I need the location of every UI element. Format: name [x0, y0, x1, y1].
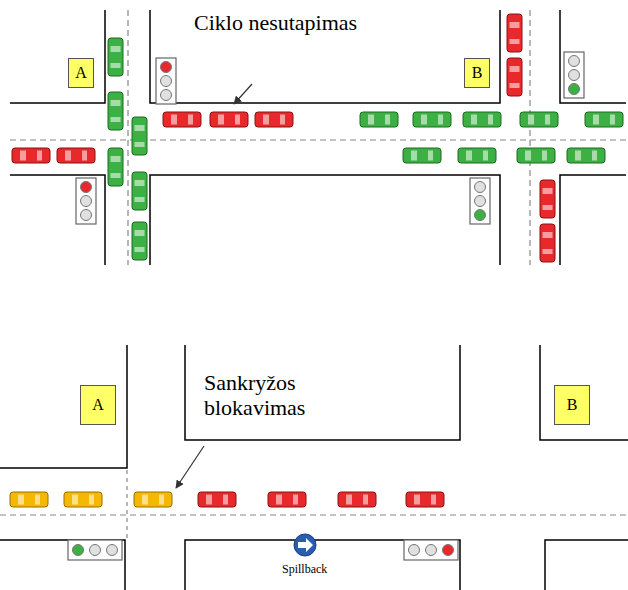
callout-label: Ciklo nesutapimas — [194, 10, 357, 35]
car — [458, 148, 496, 163]
car — [268, 492, 306, 507]
leader-arrows — [176, 84, 252, 488]
car — [403, 148, 441, 163]
traffic-light — [404, 540, 458, 560]
car — [520, 112, 558, 127]
traffic-light — [156, 58, 176, 104]
car — [406, 492, 444, 507]
car — [463, 112, 501, 127]
traffic-light — [76, 178, 96, 224]
car — [507, 58, 522, 96]
cars — [10, 14, 623, 507]
car — [132, 222, 147, 260]
car — [134, 492, 172, 507]
icon-caption: Spillback — [282, 563, 327, 577]
intersection-box: A — [68, 58, 94, 88]
traffic-lights — [68, 52, 584, 560]
traffic-light — [68, 540, 122, 560]
intersection-letter: B — [567, 396, 578, 414]
road-edges — [0, 10, 628, 590]
car — [132, 172, 147, 210]
car — [64, 492, 102, 507]
callout-label: Sankryžos blokavimas — [204, 370, 354, 421]
car — [413, 112, 451, 127]
car — [108, 92, 123, 130]
car — [567, 148, 605, 163]
car — [57, 148, 95, 163]
car — [132, 117, 147, 155]
intersection-letter: A — [75, 64, 87, 82]
traffic-light — [470, 178, 490, 224]
car — [198, 492, 236, 507]
car — [10, 492, 48, 507]
car — [517, 148, 555, 163]
car — [540, 224, 555, 262]
car — [540, 180, 555, 218]
intersection-box: A — [80, 385, 116, 425]
car — [507, 14, 522, 52]
intersection-letter: A — [92, 396, 104, 414]
spillback-icon — [294, 534, 316, 556]
lane-lines — [0, 10, 628, 538]
traffic-light — [564, 52, 584, 98]
car — [163, 112, 201, 127]
intersection-box: B — [554, 385, 590, 425]
car — [12, 148, 50, 163]
intersection-letter: B — [472, 64, 483, 82]
car — [360, 112, 398, 127]
intersection-box: B — [464, 58, 490, 88]
car — [108, 148, 123, 186]
car — [338, 492, 376, 507]
car — [255, 112, 293, 127]
car — [210, 112, 248, 127]
car — [108, 38, 123, 76]
car — [585, 112, 623, 127]
